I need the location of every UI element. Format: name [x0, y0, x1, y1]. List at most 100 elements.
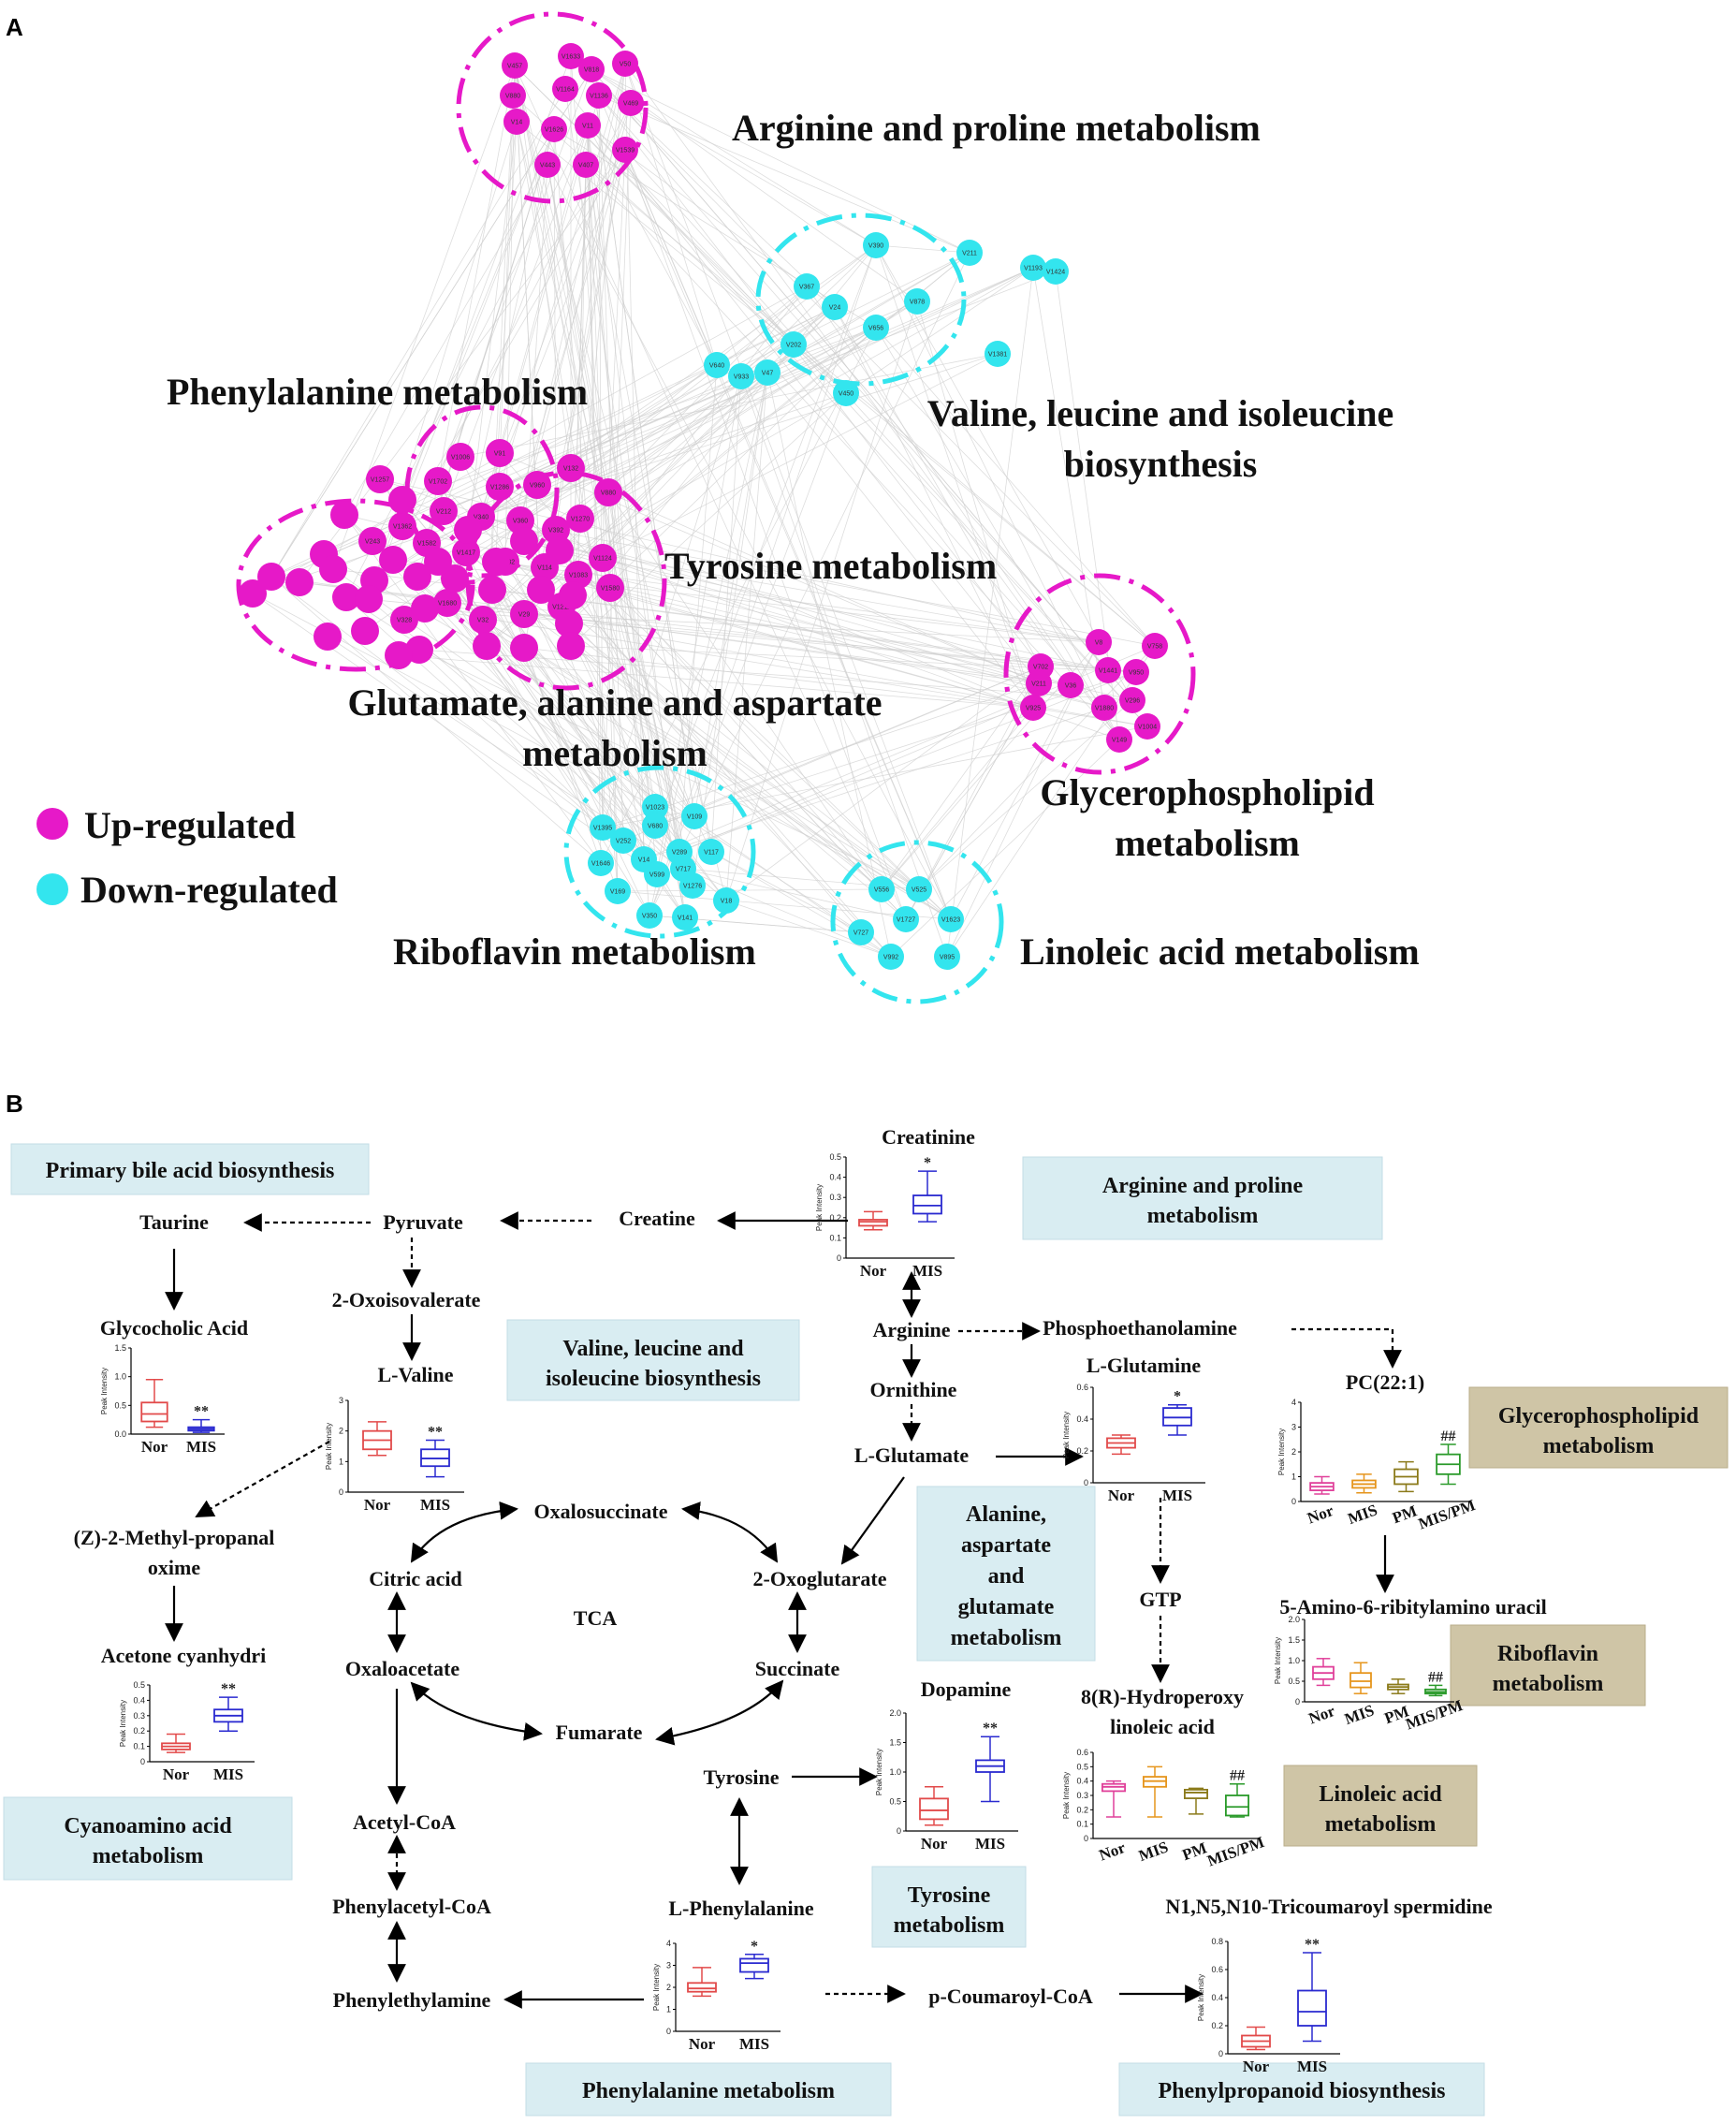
network-edge — [540, 589, 920, 890]
network-edge — [834, 306, 1042, 667]
network-edge — [602, 375, 742, 828]
network-node-circle — [510, 634, 538, 662]
network-node-label: V211 — [962, 251, 977, 257]
network-node-label: V1083 — [569, 573, 588, 579]
network-node-circle — [934, 944, 960, 970]
network-node-circle — [424, 548, 452, 576]
met-tricoumaroyl: N1,N5,N10-Tricoumaroyl spermidine — [1165, 1895, 1493, 1918]
network-edge — [499, 452, 1040, 684]
network-node: V1727 — [893, 906, 919, 932]
network-edge — [881, 707, 1034, 890]
boxplot-y-label: Peak Intensity — [875, 1749, 883, 1795]
network-node-label: V640 — [709, 363, 724, 370]
panel-a-letter: A — [6, 13, 23, 41]
network-node-label: V109 — [687, 814, 702, 821]
network-node — [379, 546, 407, 574]
met-dopamine: Dopamine — [921, 1677, 1012, 1701]
box-iqr — [919, 1797, 949, 1821]
boxplot-tick-label: 0.1 — [829, 1233, 841, 1242]
boxplot-tick-label: 0.6 — [1076, 1383, 1088, 1392]
pathway-label-phenylalanine: Phenylalanine metabolism — [167, 371, 588, 413]
network-node-circle — [482, 548, 510, 576]
network-edge — [379, 478, 1100, 643]
network-node-label: V36 — [1065, 683, 1077, 690]
box-phenylpropanoid — [1118, 2062, 1485, 2117]
network-node: V599 — [644, 861, 670, 887]
boxplot-significance: ** — [1305, 1937, 1320, 1953]
network-node: V1004 — [1134, 713, 1160, 740]
network-edge — [806, 286, 1120, 740]
boxplot-group-label: MIS — [1136, 1838, 1171, 1865]
network-edge — [523, 540, 892, 958]
boxplot-tick-label: 0.4 — [1076, 1777, 1088, 1786]
network-node-label: V18 — [721, 899, 733, 905]
network-edge — [624, 63, 718, 366]
network-edge — [553, 128, 877, 329]
network-node: V640 — [704, 352, 730, 378]
network-edge — [446, 602, 604, 828]
box-iqr — [1297, 1989, 1327, 2027]
cluster-outline-valine — [755, 212, 967, 387]
network-node-circle — [780, 331, 807, 358]
met-acetylcoa: Acetyl-CoA — [353, 1810, 456, 1834]
network-node-circle — [1043, 258, 1069, 285]
network-node-circle — [452, 538, 480, 566]
network-edge — [460, 353, 999, 458]
network-node-circle — [1134, 713, 1160, 740]
met-pyruvate: Pyruvate — [383, 1210, 463, 1234]
network-edge — [624, 149, 718, 366]
network-node-circle — [728, 363, 754, 389]
network-node-label: V880 — [601, 491, 616, 497]
network-node: V29 — [510, 600, 538, 628]
network-node-circle — [1095, 657, 1121, 683]
network-node-circle — [502, 52, 528, 79]
network-node: V390 — [863, 232, 889, 258]
network-node: V1006 — [446, 443, 474, 471]
network-node-label: V1623 — [941, 917, 960, 924]
network-node-circle — [833, 380, 859, 406]
boxplot-group-label: MIS — [1297, 2058, 1327, 2075]
boxplot-significance: * — [751, 1939, 758, 1955]
network-edge — [890, 739, 1120, 958]
network-node-label: V925 — [1026, 706, 1041, 712]
boxplot-y-label: Peak Intensity — [100, 1368, 109, 1414]
network-node-label: V1539 — [616, 148, 635, 154]
network-node: V992 — [878, 944, 904, 970]
network-edge — [725, 666, 1042, 901]
met-creatinine: Creatinine — [882, 1125, 975, 1149]
network-edge — [499, 372, 768, 488]
network-node-circle — [878, 944, 904, 970]
network-node-label: V1441 — [1099, 668, 1117, 675]
boxplot-group-label: Nor — [1243, 2058, 1270, 2075]
network-node: V880 — [500, 82, 526, 109]
network-node: V656 — [863, 315, 889, 341]
arrow-lglutamate-oxoglutarate — [840, 1476, 905, 1565]
network-node: V1441 — [1095, 657, 1121, 683]
network-node — [557, 632, 585, 660]
network-edge — [591, 68, 970, 254]
network-node-circle — [478, 576, 506, 604]
network-node: V950 — [1123, 659, 1149, 685]
network-node: V1702 — [424, 467, 452, 495]
boxplot-box: **MIS — [213, 1681, 243, 1783]
network-node-label: V1270 — [571, 517, 590, 523]
network-edge — [426, 267, 1034, 544]
boxplot-tick-label: 0.0 — [114, 1429, 126, 1439]
network-node-circle — [510, 600, 538, 628]
network-node: V1680 — [433, 589, 461, 617]
network-node — [314, 623, 342, 651]
network-node-circle — [868, 876, 895, 902]
network-edge — [514, 65, 656, 827]
boxplot-y-label: Peak Intensity — [1274, 1637, 1282, 1684]
boxplot-box: **MIS — [420, 1424, 450, 1514]
box-iqr — [1225, 1794, 1250, 1817]
network-edge — [624, 63, 645, 860]
network-node-label: V14 — [638, 857, 650, 864]
network-node-circle — [351, 617, 379, 645]
network-node-label: V24 — [829, 305, 841, 312]
